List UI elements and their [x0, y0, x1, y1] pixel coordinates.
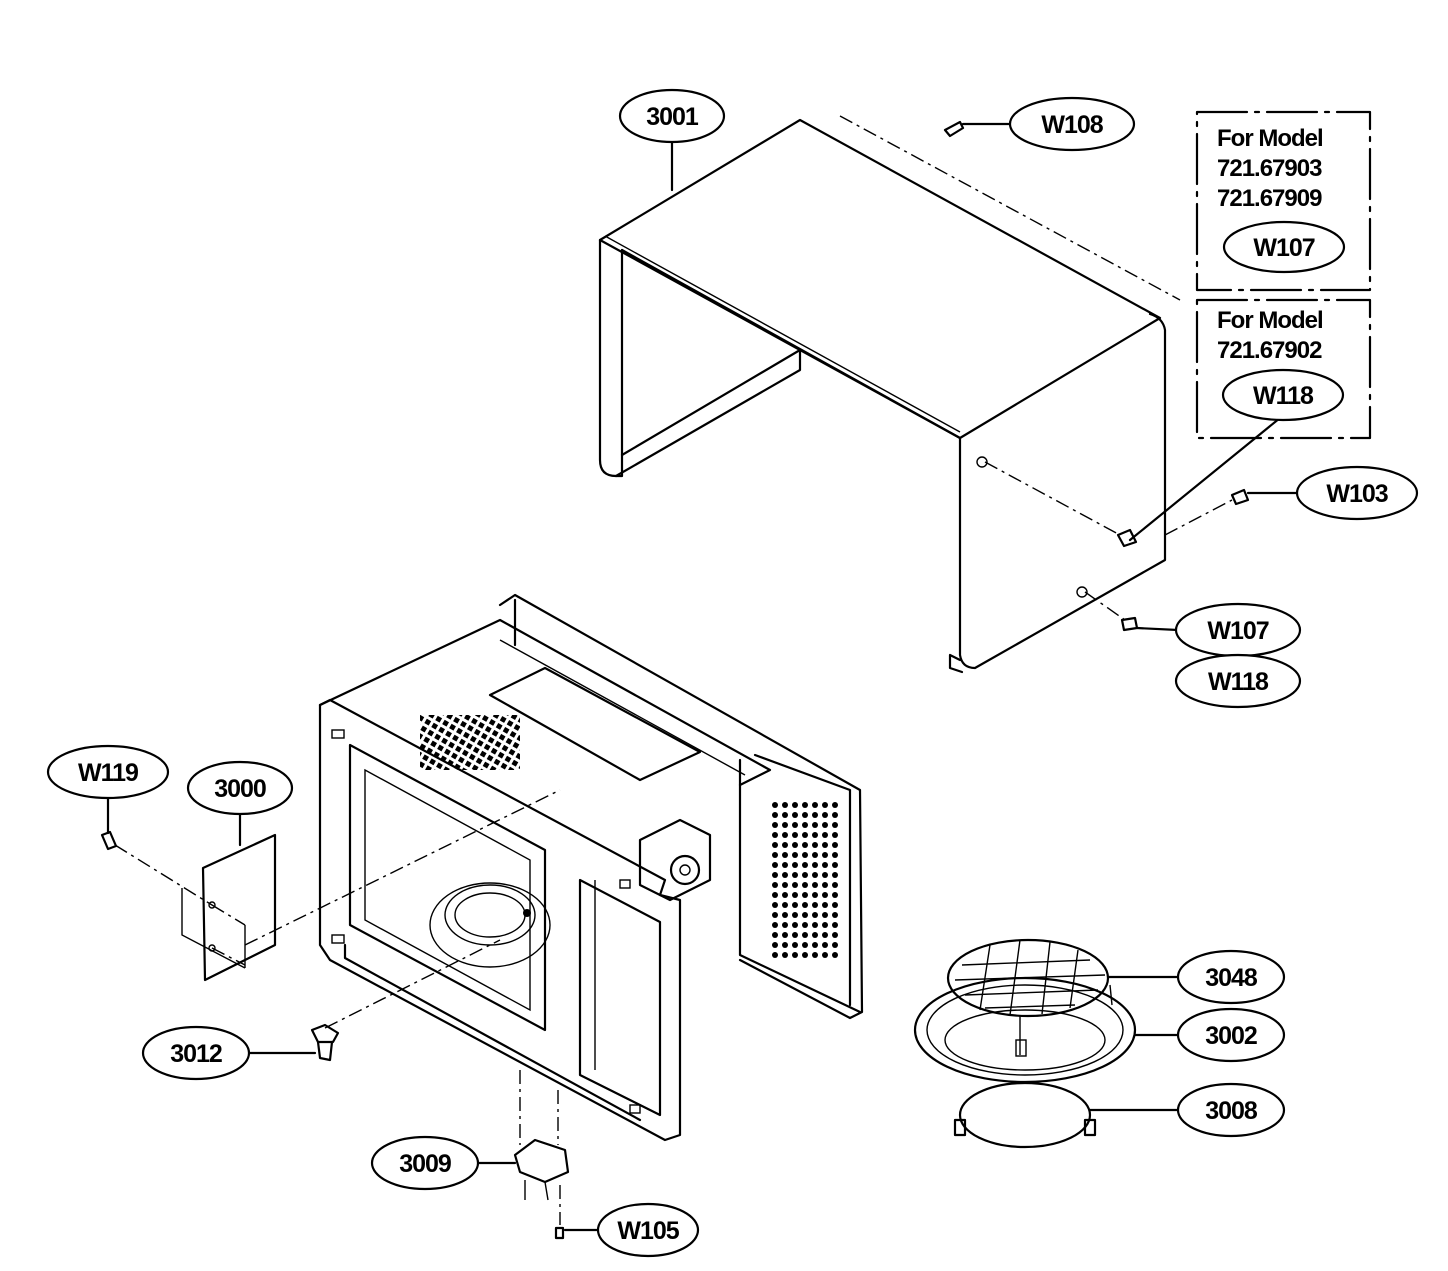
vent-grid — [420, 715, 840, 960]
callout-w107-box-label: W107 — [1253, 234, 1314, 262]
callout-w103-label: W103 — [1326, 480, 1387, 508]
turntable-motor-part — [513, 1070, 570, 1240]
side-cover-plate-part — [114, 789, 561, 982]
callout-3001-label: 3001 — [646, 103, 699, 131]
callout-w108-label: W108 — [1041, 111, 1103, 139]
model-note-box-2: For Model 721.67902 — [1195, 298, 1372, 440]
callout-3048-label: 3048 — [1205, 964, 1258, 992]
callout-3008 — [1176, 1082, 1286, 1138]
callout-w105-label: W105 — [617, 1217, 679, 1245]
callout-w107-box — [1222, 220, 1346, 274]
callout-w119-label: W119 — [78, 759, 138, 787]
screw-w118-part — [1116, 528, 1138, 548]
model-note-1-heading: For Model — [1217, 125, 1323, 152]
glass-tray-3002-part — [913, 976, 1137, 1084]
foot-part-3012 — [310, 939, 501, 1062]
model-note-1-model-2: 721.67909 — [1217, 185, 1322, 212]
roller-ring-3008-part — [953, 1081, 1097, 1149]
callout-3000-label: 3000 — [214, 775, 266, 803]
screw-w108-part — [943, 120, 965, 138]
callout-w103 — [1295, 465, 1419, 521]
model-note-box-1: For Model 721.67903 721.67909 — [1195, 110, 1372, 292]
callout-3012 — [141, 1025, 251, 1081]
model-note-1-model-1: 721.67903 — [1217, 155, 1322, 182]
callout-3002 — [1176, 1007, 1286, 1063]
screw-w119-part — [100, 830, 118, 851]
outer-cabinet-part — [598, 118, 1167, 674]
model-note-2-heading: For Model — [1217, 307, 1323, 334]
callout-3008-label: 3008 — [1205, 1097, 1258, 1125]
callout-3009-label: 3009 — [399, 1150, 451, 1178]
rack-3048-part — [946, 938, 1113, 1057]
callout-w118-box — [1221, 368, 1345, 422]
callout-w119 — [46, 744, 170, 800]
callout-3009 — [370, 1135, 480, 1191]
callout-3000 — [186, 760, 294, 816]
callout-w108 — [1008, 96, 1136, 152]
callout-3048 — [1176, 949, 1286, 1005]
screw-w103-part — [1230, 488, 1250, 506]
callout-w105 — [596, 1202, 700, 1258]
callout-3002-label: 3002 — [1205, 1022, 1257, 1050]
callout-3012-label: 3012 — [170, 1040, 222, 1068]
callout-w107-label: W107 — [1207, 617, 1268, 645]
oven-chassis-part — [318, 593, 864, 1142]
callout-w118-box-label: W118 — [1253, 382, 1314, 410]
callout-3001 — [618, 88, 726, 144]
model-note-2-model-1: 721.67902 — [1217, 337, 1322, 364]
callout-w118 — [1174, 653, 1302, 709]
callout-w118-label: W118 — [1208, 668, 1269, 696]
